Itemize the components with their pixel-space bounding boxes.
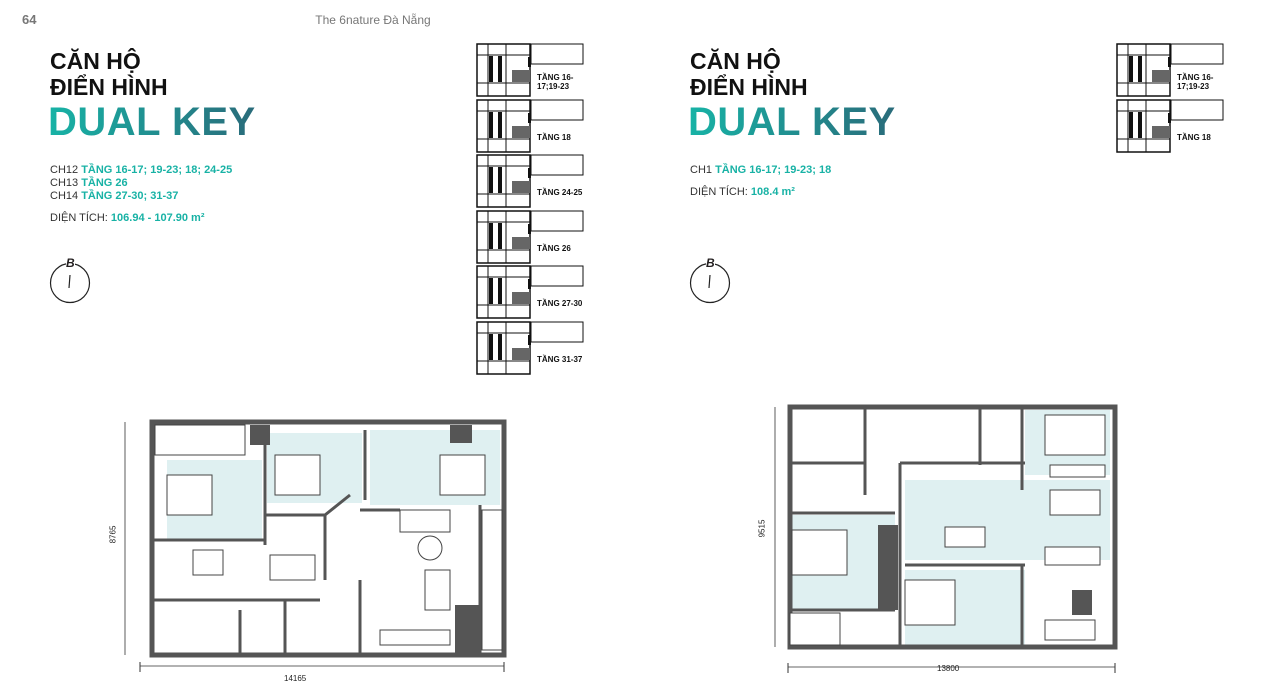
- key-plan-diagram: [1116, 98, 1224, 153]
- floor-plan-left: [124, 419, 507, 672]
- heading-line1: CĂN HỘ: [50, 48, 141, 74]
- unit-line: CH1 TẦNG 16-17; 19-23; 18: [690, 164, 832, 176]
- key-plan-label: TẦNG 18: [1177, 132, 1211, 142]
- compass: B: [689, 256, 733, 304]
- unit-line: CH14 TẦNG 27-30; 31-37: [50, 190, 179, 202]
- dimension-height: 9515: [757, 519, 767, 538]
- key-plan-label: TẦNG 16-17;19-23: [537, 73, 574, 91]
- area-line: DIỆN TÍCH: 108.4 m²: [690, 186, 795, 198]
- area-line: DIỆN TÍCH: 106.94 - 107.90 m²: [50, 212, 205, 224]
- key-plan-thumbnail: TẦNG 16-17;19-23: [476, 43, 584, 97]
- key-plan-thumbnail: TẦNG 18: [476, 98, 584, 153]
- key-plan-label: TẦNG 16-17;19-23: [1177, 73, 1214, 91]
- key-plan-thumbnail: TẦNG 16-17;19-23: [1116, 43, 1224, 97]
- key-plan-thumbnail: TẦNG 31-37: [476, 320, 584, 375]
- key-plan-label: TẦNG 31-37: [537, 354, 583, 364]
- dimension-height: 8765: [108, 525, 118, 544]
- key-plan-diagram: [476, 43, 584, 97]
- key-plan-diagram: [476, 98, 584, 153]
- key-plan-thumbnail: TẦNG 18: [1116, 98, 1224, 153]
- heading-line2: ĐIỂN HÌNH: [690, 74, 808, 100]
- unit-line: CH13 TẦNG 26: [50, 177, 128, 189]
- key-plan-diagram: [476, 154, 584, 208]
- key-plan-label: TẦNG 26: [537, 243, 571, 253]
- heading-line1: CĂN HỘ: [690, 48, 781, 74]
- key-plan-thumbnail: TẦNG 26: [476, 209, 584, 264]
- unit-list: CH12 TẦNG 16-17; 19-23; 18; 24-25 CH13 T…: [50, 164, 232, 225]
- page-number: 64: [22, 12, 37, 27]
- dimension-width: 13800: [937, 664, 960, 673]
- compass: B: [49, 256, 93, 304]
- key-plan-thumbnail: TẦNG 27-30: [476, 265, 584, 319]
- unit-list: CH1 TẦNG 16-17; 19-23; 18 DIỆN TÍCH: 108…: [690, 164, 831, 199]
- key-plan-label: TẦNG 27-30: [537, 299, 583, 308]
- key-plan-diagram: [476, 209, 584, 264]
- floor-plan-right: [774, 404, 1118, 673]
- heading-dual-key: DUAL KEY: [688, 100, 896, 144]
- key-plan-label: TẦNG 24-25: [537, 188, 583, 197]
- unit-line: CH12 TẦNG 16-17; 19-23; 18; 24-25: [50, 164, 233, 176]
- document-title: The 6nature Đà Nẵng: [315, 13, 431, 27]
- key-plan-thumbnail: TẦNG 24-25: [476, 154, 584, 208]
- key-plan-diagram: [476, 265, 584, 319]
- dimension-width: 14165: [284, 674, 307, 683]
- key-plan-diagram: [1116, 43, 1224, 97]
- key-plan-label: TẦNG 18: [537, 132, 571, 142]
- heading-dual-key: DUAL KEY: [48, 100, 256, 144]
- heading-line2: ĐIỂN HÌNH: [50, 74, 168, 100]
- key-plan-diagram: [476, 320, 584, 375]
